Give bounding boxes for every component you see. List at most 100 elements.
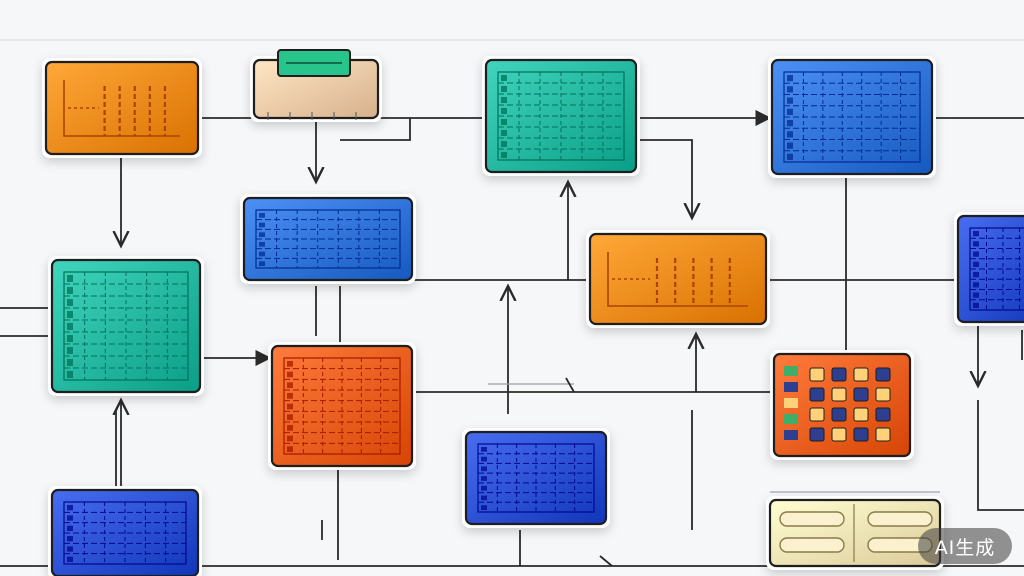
node-cell	[67, 371, 73, 378]
node-cell	[481, 495, 487, 501]
node-cell	[287, 403, 293, 410]
node-body	[464, 430, 608, 526]
node-tile	[853, 367, 869, 382]
node-cell	[67, 311, 73, 318]
node-cell	[787, 120, 793, 127]
node-cell	[67, 359, 73, 366]
node-cell	[481, 476, 487, 481]
diagram-node	[770, 350, 914, 460]
node-cell	[973, 292, 979, 298]
diagram-node	[240, 194, 416, 284]
diagram-node	[268, 342, 416, 470]
node-tile	[809, 427, 825, 442]
diagram-node	[48, 256, 204, 396]
connector	[977, 400, 1024, 511]
node-cell	[67, 515, 73, 521]
node-cell	[481, 466, 487, 472]
node-cell	[787, 108, 793, 115]
connector	[340, 118, 411, 141]
node-tile	[875, 387, 891, 402]
node-tile	[831, 387, 847, 402]
node-cell	[67, 287, 73, 294]
node-cell	[287, 435, 293, 442]
node-cell	[67, 299, 73, 306]
node-pill	[779, 511, 845, 527]
node-tile	[809, 367, 825, 382]
diagram-node	[768, 56, 936, 178]
diagram-node	[766, 496, 944, 570]
node-cell	[259, 242, 265, 247]
diagram-node	[482, 56, 640, 176]
node-cell	[973, 261, 979, 267]
node-cell	[787, 86, 793, 93]
node-cell	[973, 282, 979, 288]
node-tile	[853, 387, 869, 402]
node-cell	[287, 414, 293, 420]
watermark-badge: AI生成	[918, 528, 1012, 564]
diagram-node	[586, 230, 770, 328]
node-cell	[287, 361, 293, 367]
node-body	[44, 60, 200, 156]
node-cell	[973, 272, 979, 278]
node-cell	[481, 505, 487, 510]
node-cell	[787, 75, 793, 82]
node-cell	[501, 141, 507, 147]
node-cell	[67, 546, 73, 552]
connector	[638, 139, 692, 218]
node-tile	[831, 407, 847, 422]
node-cell	[501, 119, 507, 125]
node-cell	[259, 232, 265, 237]
node-tile	[784, 414, 798, 424]
node-cell	[787, 131, 793, 138]
node-pill	[867, 511, 933, 527]
node-cell	[973, 241, 979, 247]
node-axis	[63, 80, 180, 137]
node-cell	[501, 130, 507, 136]
node-cell	[481, 485, 487, 491]
node-cell	[501, 152, 507, 158]
node-tile	[784, 382, 798, 392]
node-cell	[67, 335, 73, 342]
node-tile	[784, 366, 798, 376]
node-tile	[875, 367, 891, 382]
node-cell	[67, 275, 73, 282]
node-tile	[853, 427, 869, 442]
diagram-node	[250, 49, 382, 122]
node-cell	[287, 393, 293, 399]
node-cell	[973, 231, 979, 237]
node-tile	[809, 407, 825, 422]
node-tile	[875, 427, 891, 442]
node-cell	[67, 323, 73, 330]
node-cell	[67, 505, 73, 511]
node-cell	[287, 425, 293, 431]
node-cell	[787, 142, 793, 149]
connector	[599, 555, 613, 567]
node-pill	[779, 537, 845, 553]
node-tile	[784, 430, 798, 440]
node-cell	[481, 456, 487, 462]
node-tile	[809, 387, 825, 402]
node-cell	[787, 153, 793, 160]
nodes	[42, 49, 1024, 576]
node-cell	[67, 536, 73, 542]
node-tile	[831, 367, 847, 382]
node-cell	[67, 525, 73, 531]
node-tile	[831, 427, 847, 442]
diagram-node	[42, 58, 202, 158]
node-cell	[259, 251, 265, 257]
node-cell	[287, 382, 293, 388]
node-cell	[501, 97, 507, 103]
node-cell	[501, 86, 507, 92]
node-body	[588, 232, 768, 326]
node-cell	[481, 447, 487, 452]
node-cell	[973, 302, 979, 308]
diagram-node	[954, 212, 1024, 326]
node-cell	[501, 75, 507, 81]
node-cell	[973, 251, 979, 257]
node-cell	[67, 347, 73, 354]
node-cell	[287, 371, 293, 378]
node-body	[270, 344, 414, 468]
node-cell	[259, 213, 265, 218]
node-tile	[875, 407, 891, 422]
